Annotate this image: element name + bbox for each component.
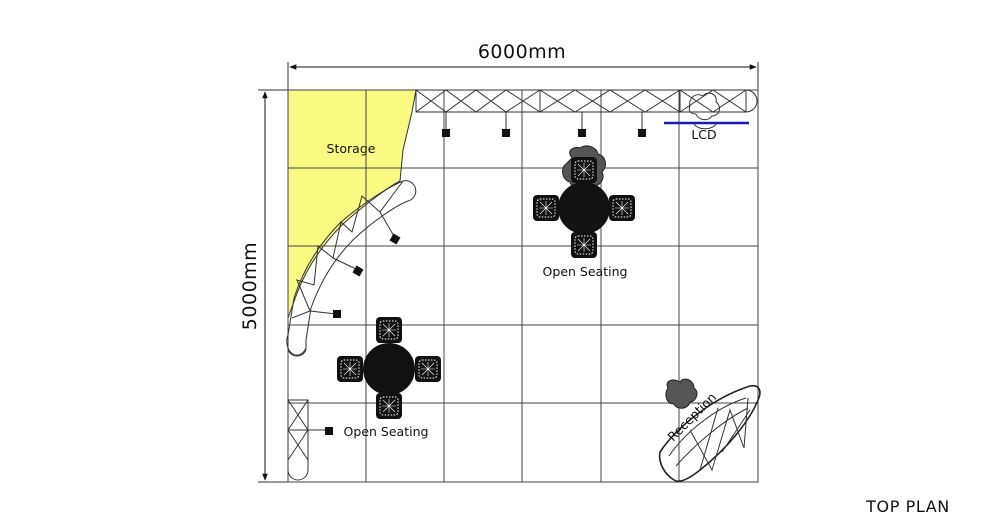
plant-icon bbox=[665, 378, 698, 409]
spotlight-icon bbox=[502, 129, 510, 137]
open-seating-lower-label: Open Seating bbox=[344, 424, 429, 439]
lcd-icon bbox=[688, 92, 720, 121]
dimension-depth-label: 5000mm bbox=[239, 242, 261, 330]
dimension-width: 6000mm bbox=[287, 41, 759, 90]
spotlight-icon bbox=[333, 310, 341, 318]
reception-counter: Reception bbox=[658, 378, 761, 483]
spotlights-top bbox=[442, 129, 646, 137]
curved-truss bbox=[286, 180, 417, 357]
dimension-width-label: 6000mm bbox=[478, 41, 566, 63]
spotlight-icon bbox=[389, 233, 401, 245]
spotlight-icon bbox=[352, 265, 364, 277]
spotlight-icon bbox=[325, 427, 333, 435]
lcd-label: LCD bbox=[691, 127, 716, 142]
seating-set-lower: Open Seating bbox=[336, 316, 442, 439]
spotlight-icon bbox=[578, 129, 586, 137]
floor-grid bbox=[287, 89, 759, 483]
open-seating-upper-label: Open Seating bbox=[543, 264, 628, 279]
plan-title: TOP PLAN bbox=[865, 497, 950, 516]
storage-area bbox=[287, 89, 417, 319]
dimension-depth: 5000mm bbox=[239, 89, 288, 483]
lcd-screen: LCD bbox=[664, 92, 749, 142]
bottom-left-truss bbox=[287, 399, 325, 481]
storage-label: Storage bbox=[327, 141, 376, 156]
spotlight-icon bbox=[442, 129, 450, 137]
seating-set-upper: Open Seating bbox=[532, 145, 636, 279]
top-truss bbox=[415, 89, 758, 132]
spotlight-icon bbox=[638, 129, 646, 137]
